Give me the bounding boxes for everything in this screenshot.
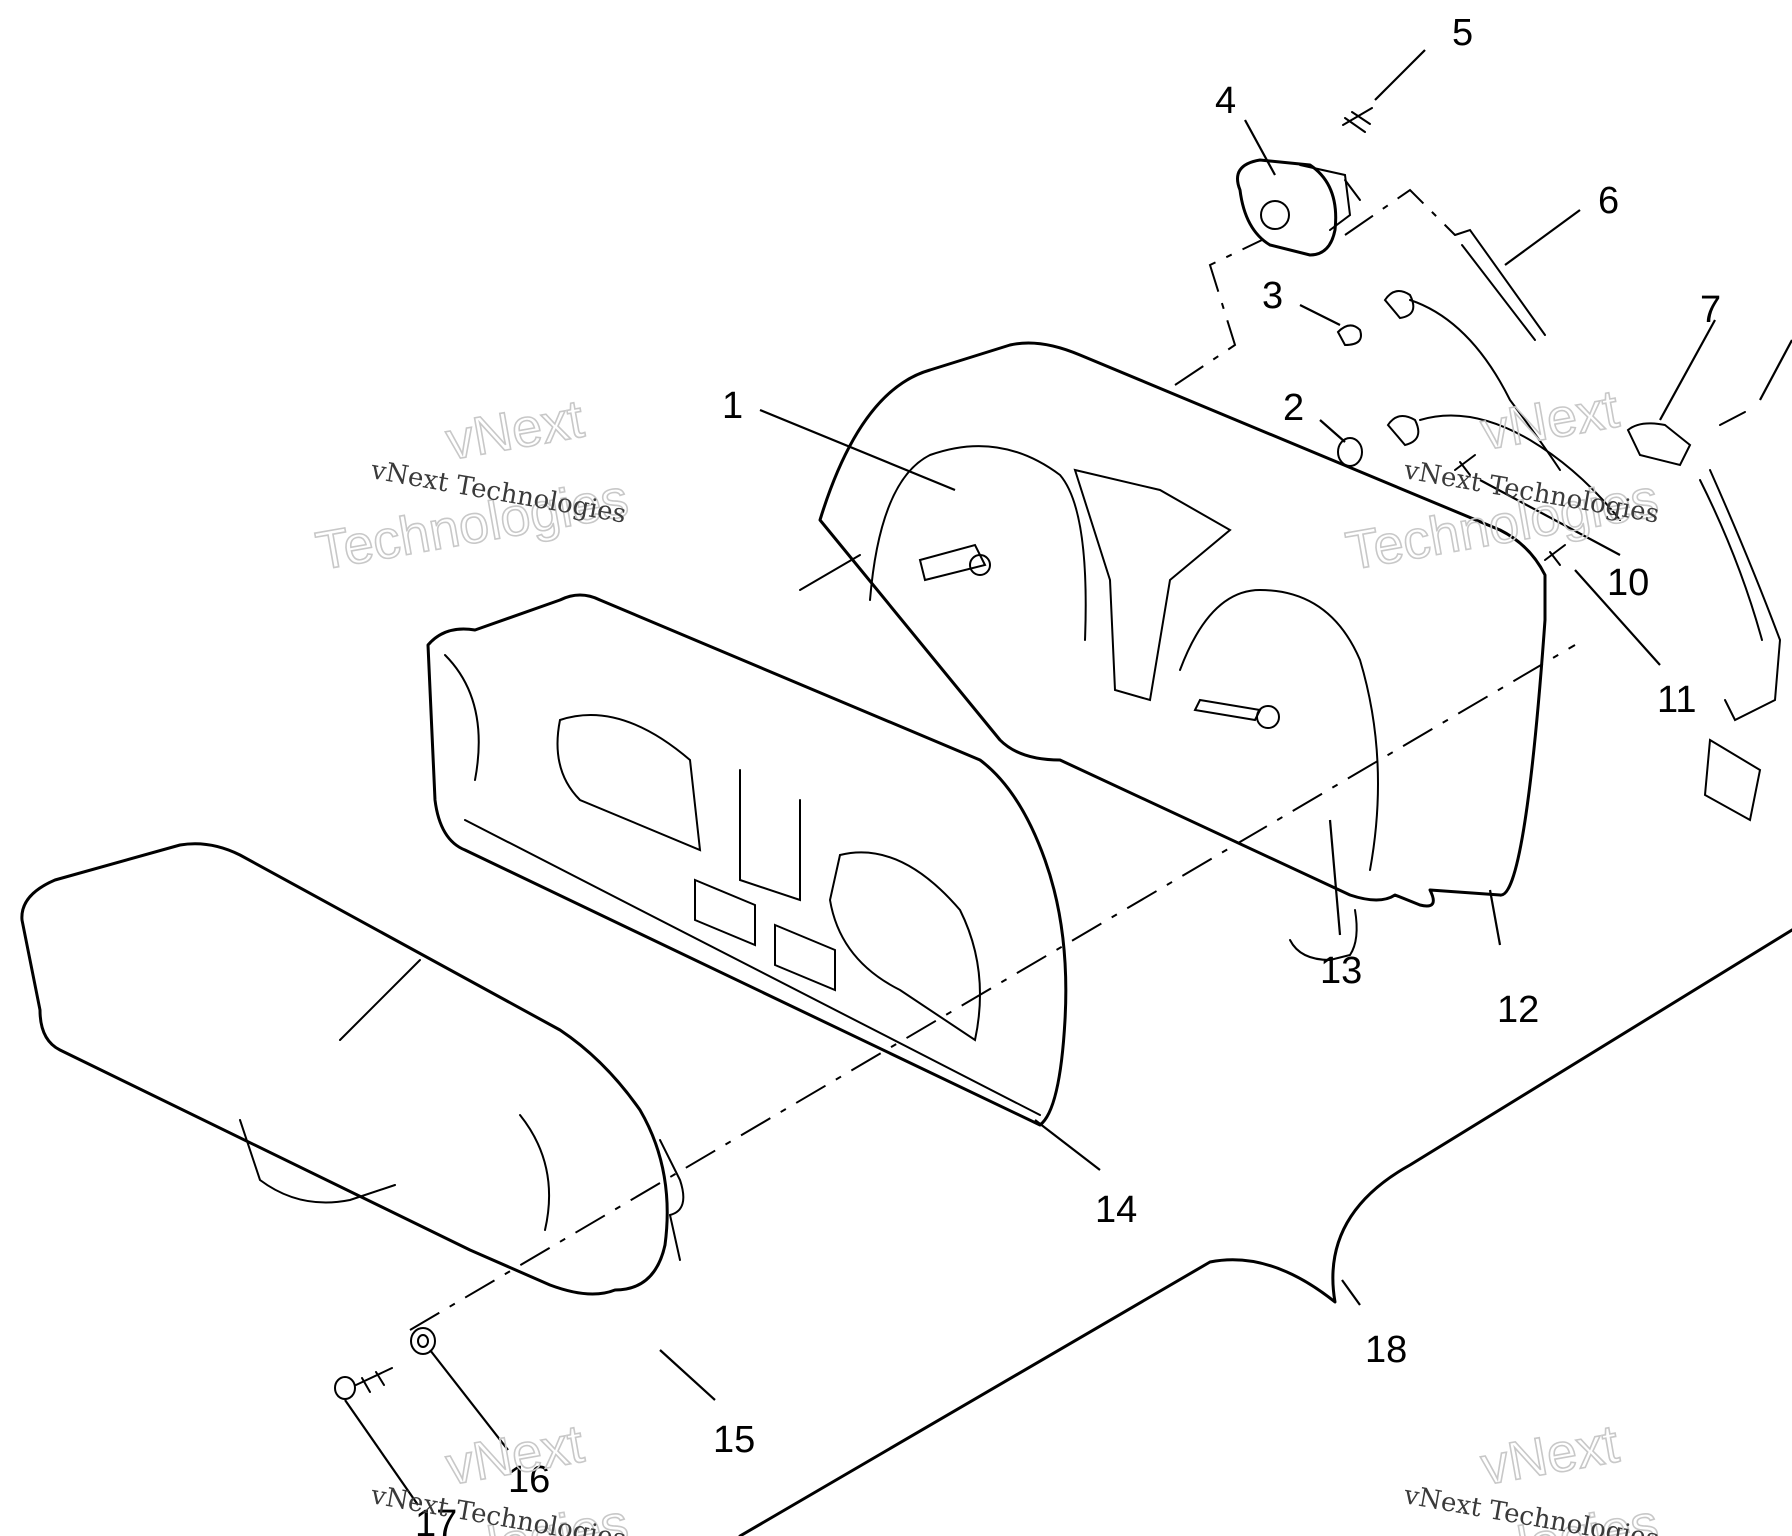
callout-6: 6 <box>1598 180 1619 222</box>
callout-labels: 1 2 3 4 5 6 7 10 11 12 13 14 15 16 17 18 <box>415 12 1721 1536</box>
callout-2: 2 <box>1283 387 1304 429</box>
instrument-cluster <box>799 341 1547 962</box>
bulb-socket-2 <box>1337 414 1621 521</box>
sensor-unit <box>1236 158 1361 257</box>
svg-text:vNext: vNext <box>1477 1414 1623 1497</box>
callout-3: 3 <box>1262 275 1283 317</box>
screw-11 <box>1544 544 1566 566</box>
callout-15: 15 <box>713 1419 755 1461</box>
harness-clip-7 <box>1626 411 1782 822</box>
screw-10 <box>1454 454 1476 476</box>
dash-panel-outline <box>738 928 1792 1536</box>
assembly-axis-sensor <box>1174 239 1263 386</box>
callout-1: 1 <box>722 385 743 427</box>
watermark-bottom-right: vNext Technologies vNext Technologies <box>1341 1413 1663 1536</box>
assembly-axis-lower <box>409 644 1576 1331</box>
screw-17 <box>334 1367 393 1400</box>
svg-text:vNext: vNext <box>442 389 588 472</box>
watermark-top-left: vNext Technologies vNext Technologies <box>311 388 633 583</box>
hood-cover <box>20 842 685 1296</box>
callout-18: 18 <box>1365 1329 1407 1371</box>
callout-11: 11 <box>1657 679 1696 721</box>
callout-10: 10 <box>1607 562 1649 604</box>
washer-16 <box>410 1327 436 1355</box>
callout-5: 5 <box>1452 12 1473 54</box>
screw-5 <box>1342 107 1373 133</box>
svg-text:vNext: vNext <box>1477 379 1623 462</box>
bulb-socket-3 <box>1336 290 1561 471</box>
callout-14: 14 <box>1095 1189 1137 1231</box>
callout-4: 4 <box>1215 80 1236 122</box>
callout-7: 7 <box>1700 289 1721 331</box>
callout-12: 12 <box>1497 989 1539 1031</box>
callout-16: 16 <box>508 1459 550 1501</box>
svg-text:vNext: vNext <box>442 1414 588 1497</box>
leader-lines <box>344 49 1792 1506</box>
callout-13: 13 <box>1320 950 1362 992</box>
bezel <box>426 593 1068 1127</box>
watermark-bottom-left: vNext Technologies vNext Technologies <box>311 1413 633 1536</box>
cable-6 <box>1454 228 1546 341</box>
callout-17: 17 <box>415 1503 457 1536</box>
assembly-axis-cable <box>1344 188 1456 236</box>
